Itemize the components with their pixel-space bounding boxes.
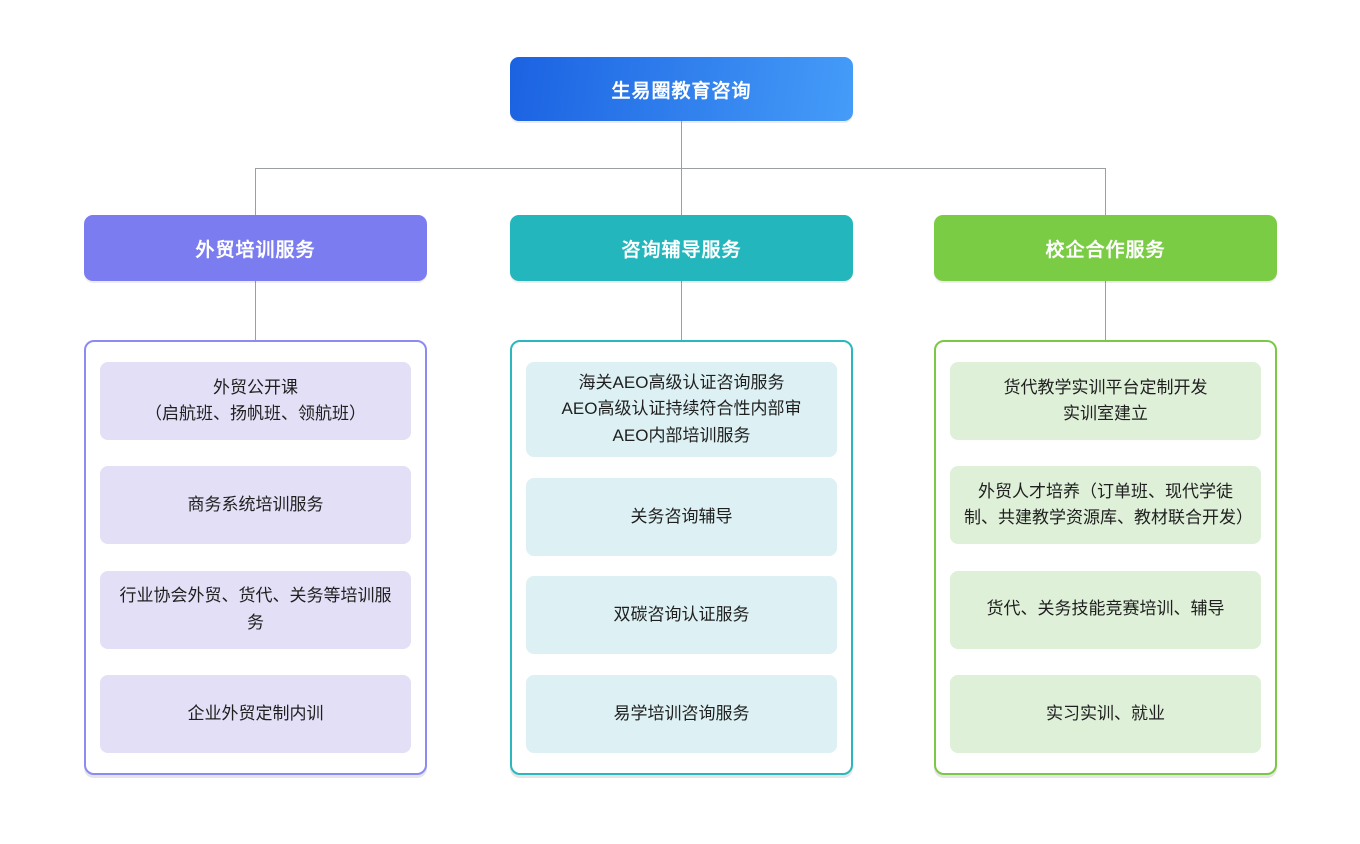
branch-header-label: 咨询辅导服务 [621,239,742,261]
connector-box-center [681,281,682,340]
service-item: 海关AEO高级认证咨询服务 AEO高级认证持续符合性内部审 AEO内部培训服务 [526,362,837,458]
branch-header-label: 外贸培训服务 [195,239,316,261]
branch-box: 外贸公开课 （启航班、扬帆班、领航班） 商务系统培训服务 行业协会外贸、货代、关… [84,340,427,775]
connector-drop-right [1105,168,1106,215]
service-item: 双碳咨询认证服务 [526,576,837,655]
root-node: 生易圈教育咨询 [510,57,853,121]
connector-drop-center [681,168,682,215]
branch-header-label: 校企合作服务 [1045,239,1166,261]
connector-box-left [255,281,256,340]
service-item: 实习实训、就业 [950,674,1261,753]
service-item: 外贸人才培养（订单班、现代学徒制、共建教学资源库、教材联合开发） [950,466,1261,545]
connector-root-vertical [681,121,682,168]
branch-box: 货代教学实训平台定制开发 实训室建立 外贸人才培养（订单班、现代学徒制、共建教学… [934,340,1277,775]
service-item: 行业协会外贸、货代、关务等培训服务 [100,570,411,649]
branch-header: 外贸培训服务 [84,215,427,281]
service-item: 企业外贸定制内训 [100,674,411,753]
service-item: 货代、关务技能竞赛培训、辅导 [950,570,1261,649]
connector-drop-left [255,168,256,215]
service-item: 商务系统培训服务 [100,466,411,545]
service-item: 关务咨询辅导 [526,477,837,556]
root-node-label: 生易圈教育咨询 [611,80,752,102]
branch-school-enterprise: 校企合作服务 货代教学实训平台定制开发 实训室建立 外贸人才培养（订单班、现代学… [934,215,1277,775]
branch-consulting: 咨询辅导服务 海关AEO高级认证咨询服务 AEO高级认证持续符合性内部审 AEO… [510,215,853,775]
connector-horizontal [255,168,1106,169]
branch-trade-training: 外贸培训服务 外贸公开课 （启航班、扬帆班、领航班） 商务系统培训服务 行业协会… [84,215,427,775]
branch-header: 校企合作服务 [934,215,1277,281]
service-item: 易学培训咨询服务 [526,675,837,753]
service-item: 外贸公开课 （启航班、扬帆班、领航班） [100,362,411,440]
service-item: 货代教学实训平台定制开发 实训室建立 [950,362,1261,440]
branch-header: 咨询辅导服务 [510,215,853,281]
branch-box: 海关AEO高级认证咨询服务 AEO高级认证持续符合性内部审 AEO内部培训服务 … [510,340,853,775]
connector-box-right [1105,281,1106,340]
